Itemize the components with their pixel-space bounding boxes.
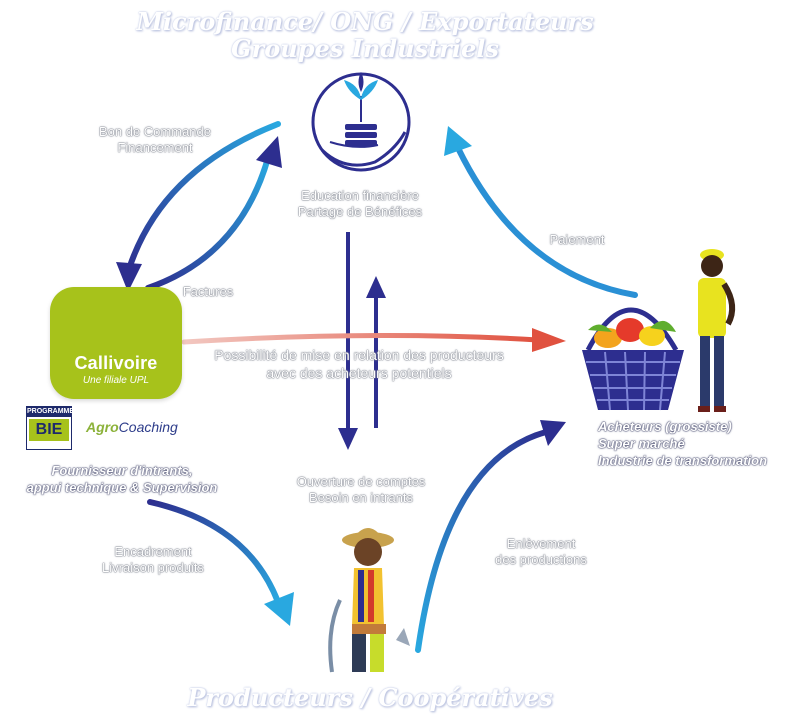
bottom-node-title: Producteurs / Coopératives <box>170 684 570 711</box>
edge-label-bottom-right: Enlèvement des productions <box>466 536 616 568</box>
agrocoaching-green: Agro <box>86 419 119 435</box>
arrow-head-callivoire-to-buyers <box>532 328 566 352</box>
bottom-node-title-text: Producteurs / Coopératives <box>187 683 553 712</box>
top-node-title-line1: Microfinance/ ONG / Exportateurs <box>136 7 594 36</box>
agrocoaching-blue: Coaching <box>118 419 178 435</box>
farmer-person-icon <box>328 528 410 673</box>
edge-label-bottom-right-line2: des productions <box>495 552 587 567</box>
edge-label-top-left-line2: Financement <box>117 140 193 155</box>
left-node-caption-line2: appui technique & Supervision <box>26 480 218 495</box>
edge-label-center-bottom-line1: Ouverture de comptes <box>296 474 426 489</box>
edge-label-center-bottom-line2: Besoin en intrants <box>308 490 414 505</box>
edge-label-bottom-left-line1: Encadrement <box>114 544 192 559</box>
arrow-callivoire-to-buyers <box>181 332 541 345</box>
arrow-callivoire-to-top <box>145 155 271 291</box>
bie-badge-top: PROGRAMME APPLIQUE <box>27 407 75 425</box>
agrocoaching-logo: AgroCoaching <box>86 419 186 445</box>
arrow-producers-to-buyers <box>415 429 549 653</box>
arrow-head-center-down <box>338 428 358 450</box>
merchant-person-icon <box>698 249 736 412</box>
edge-label-bottom-left-line2: Livraison produits <box>102 560 204 575</box>
left-node-caption: Fournisseur d'intrants, appui technique … <box>2 462 242 496</box>
vegetable-basket-icon <box>582 307 684 411</box>
arrow-head-top-to-callivoire <box>116 262 142 292</box>
arrow-head-callivoire-to-top <box>256 136 282 168</box>
left-node-caption-line1: Fournisseur d'intrants, <box>51 463 193 478</box>
edge-label-paiement: Paiement <box>532 232 622 248</box>
edge-label-center-bottom: Ouverture de comptes Besoin en intrants <box>276 474 446 506</box>
edge-label-bottom-left: Encadrement Livraison produits <box>78 544 228 576</box>
hand-with-coins-and-plant-icon <box>311 72 411 172</box>
edge-label-top-left: Bon de Commande Financement <box>80 124 230 156</box>
edge-label-bottom-right-line1: Enlèvement <box>506 536 576 551</box>
edge-label-center-line1: Possibilité de mise en relation des prod… <box>214 347 504 363</box>
edge-label-top-left-line1: Bon de Commande <box>98 124 211 139</box>
arrow-head-center-up <box>366 276 386 298</box>
top-node-title-line2: Groupes Industriels <box>231 34 499 63</box>
callivoire-name: Callivoire <box>74 353 158 373</box>
edge-label-factures-text: Factures <box>182 284 234 299</box>
edge-label-factures: Factures <box>170 284 246 300</box>
right-node-caption-line3: Industrie de transformation <box>598 453 768 468</box>
arrow-head-buyers-to-top <box>444 126 472 156</box>
bie-badge-main: BIE <box>29 419 69 441</box>
arrow-head-callivoire-to-producers <box>264 592 294 626</box>
callivoire-tagline: Une filiale UPL <box>82 375 150 386</box>
arrow-top-to-callivoire <box>125 121 281 275</box>
top-node-caption-line2: Partage de Bénéfices <box>297 204 423 219</box>
edge-label-center: Possibilité de mise en relation des prod… <box>184 346 534 382</box>
edge-label-center-line2: avec des acheteurs potentiels <box>266 365 452 381</box>
edge-label-paiement-text: Paiement <box>549 232 605 247</box>
top-node-title: Microfinance/ ONG / Exportateurs Groupes… <box>130 8 600 62</box>
bie-badge: PROGRAMME APPLIQUE BIE <box>26 406 75 450</box>
arrow-callivoire-to-producers <box>147 499 281 605</box>
top-node-caption: Education financière Partage de Bénéfice… <box>260 188 460 220</box>
callivoire-logo: Callivoire Une filiale UPL <box>50 287 182 399</box>
arrow-head-producers-to-buyers <box>540 420 566 446</box>
right-node-caption: Acheteurs (grossiste) Super marché Indus… <box>598 418 808 469</box>
right-node-caption-line2: Super marché <box>598 436 685 451</box>
right-node-caption-line1: Acheteurs (grossiste) <box>598 419 732 434</box>
arrow-buyers-to-top <box>455 145 638 298</box>
top-node-caption-line1: Education financière <box>301 188 419 203</box>
